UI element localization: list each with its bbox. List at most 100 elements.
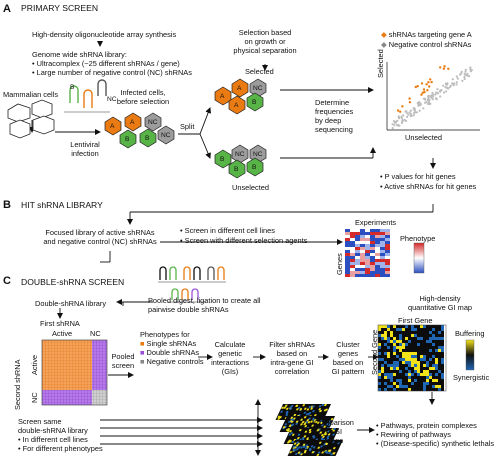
scatter-point <box>429 78 432 81</box>
cell-icon <box>7 99 55 139</box>
panel-c-title: DOUBLE-shRNA SCREEN <box>21 277 125 287</box>
panel-b <box>100 204 434 277</box>
heatmap-cell <box>385 259 390 262</box>
gi-map-cell <box>441 358 444 361</box>
first-gene-label: First Gene <box>398 316 433 325</box>
heatmap-cell <box>345 262 350 265</box>
scatter-point <box>398 117 401 120</box>
heatmap-cell <box>355 271 360 274</box>
scatter-point <box>469 67 472 70</box>
scatter-point <box>414 85 417 89</box>
gi-map-cell <box>435 379 438 382</box>
gi-map-cell <box>408 373 411 376</box>
gi-map-layer-cell <box>330 418 334 421</box>
gi-map-cell <box>429 331 432 334</box>
gi-map-layer-cell <box>318 405 322 408</box>
gi-map-cell <box>396 361 399 364</box>
gi-map-layer-cell <box>320 424 324 427</box>
gi-map-layer-cell <box>316 429 320 432</box>
heatmap-cell <box>375 268 380 271</box>
heatmap-cell <box>345 265 350 268</box>
gi-map-cell <box>420 355 423 358</box>
gi-map-cell <box>378 343 381 346</box>
gi-map-layer-cell <box>319 431 323 434</box>
gi-map-cell <box>414 370 417 373</box>
gi-map-cell <box>378 346 381 349</box>
gi-map-cell <box>384 373 387 376</box>
heatmap-cell <box>385 247 390 250</box>
gi-map-cell <box>435 367 438 370</box>
heatmap-cell <box>385 262 390 265</box>
gi-map-layer-cell <box>304 430 308 433</box>
scatter-x-label: Unselected <box>405 133 442 142</box>
gi-map-cell <box>435 361 438 364</box>
gi-map-cell <box>417 370 420 373</box>
gi-map-cell <box>390 364 393 367</box>
gi-map-layer-cell <box>308 448 312 450</box>
gi-map-cell <box>393 340 396 343</box>
heatmap-cell <box>370 241 375 244</box>
heatmap-cell <box>380 238 385 241</box>
gi-map-cell <box>411 364 414 367</box>
gi-map-cell <box>426 364 429 367</box>
gi-map-cell <box>387 376 390 379</box>
screen-item: Screen with different selection agents <box>180 236 308 245</box>
scatter-point <box>427 101 431 104</box>
scatter-point <box>423 90 426 94</box>
cell-label-a: A <box>110 123 115 130</box>
gi-map-cell <box>384 337 387 340</box>
gi-map-layer-cell <box>289 451 293 454</box>
gi-map-layer-cell <box>311 435 315 438</box>
gi-map-cell <box>378 328 381 331</box>
cell-label-a: A <box>237 85 242 92</box>
gi-map-layer-cell <box>318 408 322 411</box>
gi-map-cell <box>414 358 417 361</box>
gi-map-cell <box>420 325 423 328</box>
scatter-point <box>436 88 439 91</box>
gi-map-layer-cell <box>281 406 285 409</box>
gi-map-cell <box>408 340 411 343</box>
gi-map-cell <box>402 385 405 388</box>
scatter-point <box>396 109 400 112</box>
gi-map-cell <box>387 352 390 355</box>
gi-map-cell <box>414 361 417 364</box>
gi-map-cell <box>387 337 390 340</box>
scatter-point <box>455 83 458 86</box>
gi-map-layer-cell <box>312 446 316 449</box>
gi-map-layer-cell <box>320 445 323 448</box>
heatmap-cell <box>360 262 365 265</box>
hairpin-icon <box>64 79 110 113</box>
gi-map-cell <box>417 367 420 370</box>
gi-map-cell <box>411 358 414 361</box>
heatmap-cell <box>370 262 375 265</box>
gi-map-layer-cell <box>296 437 300 440</box>
scatter-point <box>408 111 411 114</box>
scatter-point <box>430 94 433 97</box>
heatmap-cell <box>365 229 370 232</box>
gi-map-cell <box>399 337 402 340</box>
gi-map-cell <box>426 382 429 385</box>
gi-map-cell <box>393 343 396 346</box>
heatmap-cell <box>350 250 355 253</box>
gi-map-layer-cell <box>311 451 315 454</box>
gi-map-layer-cell <box>303 435 307 438</box>
gi-map-layer-cell <box>302 404 306 407</box>
heatmap-cell <box>345 235 350 238</box>
gi-map-layer <box>287 440 343 456</box>
heatmap-cell <box>355 229 360 232</box>
heatmap-cell <box>350 259 355 262</box>
gi-map-cell <box>399 346 402 349</box>
gi-map-layer-cell <box>303 411 307 414</box>
gi-map-cell <box>429 349 432 352</box>
gi-map-cell <box>432 343 435 346</box>
gi-map-cell <box>381 325 384 328</box>
heatmap-cell <box>385 250 390 253</box>
first-shrna-label: First shRNA <box>40 319 80 328</box>
gi-map-cell <box>420 337 423 340</box>
heatmap-cell <box>350 253 355 256</box>
gi-map-layer-cell <box>303 407 307 410</box>
gi-map-layer-cell <box>332 441 335 444</box>
synergistic-label: Synergistic <box>453 373 490 382</box>
